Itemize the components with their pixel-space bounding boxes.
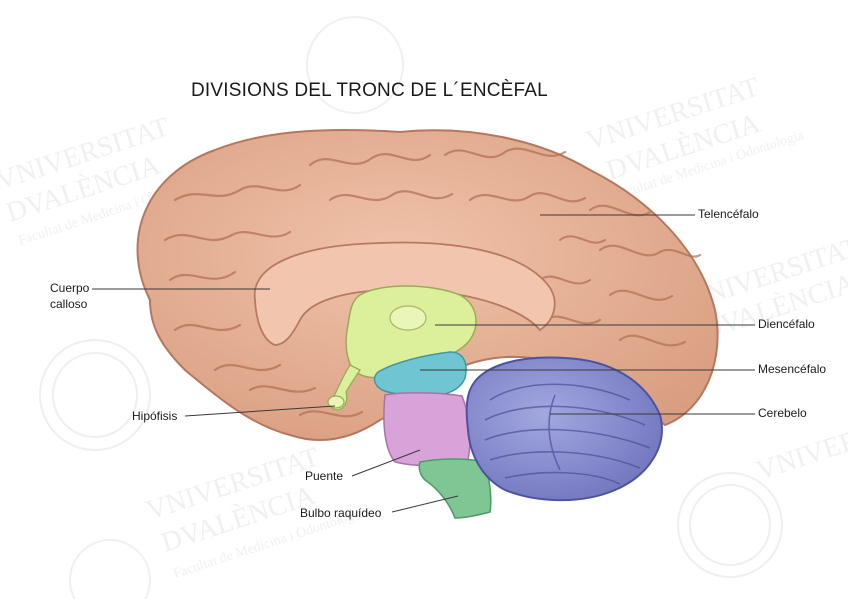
pons-shape [384,393,470,466]
label-telencefalo: Telencéfalo [698,207,759,222]
label-cuerpo-calloso-line1: Cuerpo [50,281,89,296]
label-hipofisis: Hipófisis [132,409,177,424]
label-cerebelo: Cerebelo [758,406,807,421]
label-bulbo-raquideo: Bulbo raquídeo [300,506,381,521]
label-puente: Puente [305,469,343,484]
label-diencefalo: Diencéfalo [758,317,815,332]
label-cuerpo-calloso-line2: calloso [50,297,87,312]
cerebellum-shape [467,357,662,500]
label-mesencefalo: Mesencéfalo [758,362,826,377]
